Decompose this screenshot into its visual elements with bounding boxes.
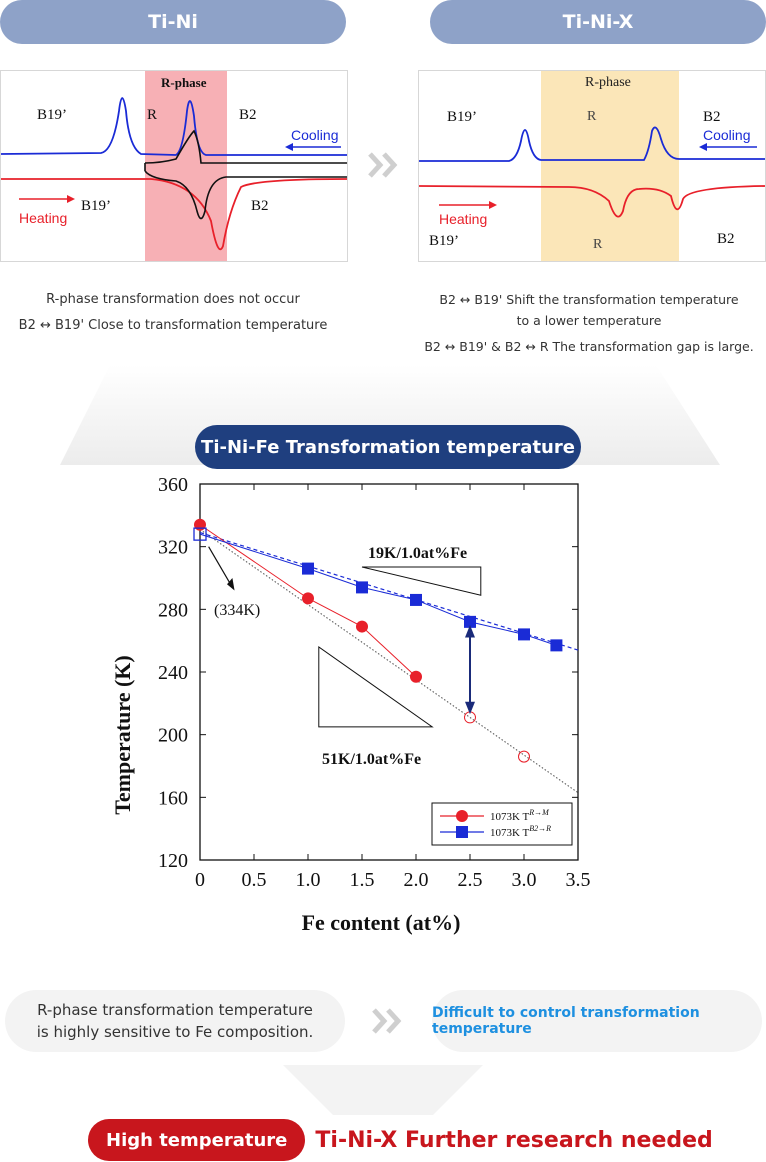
- slope-triangle-red: [318, 645, 434, 728]
- transformation-temperature-chart: 0 0.5 1.0 1.5 2.0 2.5 3.0 3.5 120 160 200 240 280 320…: [110, 474, 591, 935]
- r-phase-label: R-phase: [585, 75, 631, 90]
- y-axis-label: Temperature (K): [110, 655, 135, 814]
- caption-left-line-1: R-phase transformation does not occur: [46, 292, 300, 307]
- x-tick-label: 2.0: [404, 869, 429, 891]
- chevron-right-icon: [368, 152, 398, 178]
- y-tick-label: 280: [158, 599, 188, 621]
- conclusion: High temperature Ti-Ni-X Further researc…: [88, 1118, 713, 1162]
- b2-top-label: B2: [239, 107, 257, 123]
- pointer-arrow: [208, 546, 233, 588]
- y-tick-label: 360: [158, 474, 188, 496]
- b19-bottom-label: B19’: [81, 198, 111, 214]
- cooling-curve: [1, 97, 347, 156]
- header-ti-ni: Ti-Ni: [0, 0, 346, 44]
- black-loop: [144, 129, 347, 164]
- data-point-blue: [410, 593, 422, 606]
- cooling-curve: [419, 126, 765, 162]
- r-phase-band: [145, 71, 227, 261]
- bottom-funnel: [283, 1065, 483, 1115]
- point-label-334k: (334K): [214, 602, 260, 619]
- x-axis-label: Fe content (at%): [302, 910, 461, 935]
- heating-label: Heating: [439, 211, 488, 227]
- y-tick-label: 240: [158, 662, 188, 684]
- cooling-label: Cooling: [291, 127, 339, 143]
- caption-right-line-2: to a lower temperature: [516, 313, 662, 328]
- y-tick-label: 200: [158, 725, 188, 747]
- gap-arrow-head-bottom: [465, 701, 475, 715]
- r-phase-label: R-phase: [161, 75, 207, 90]
- b2-bottom-label: B2: [251, 198, 269, 214]
- data-point-blue-open: [193, 527, 207, 541]
- gap-arrow-head-top: [465, 625, 475, 638]
- data-point-red: [410, 670, 422, 683]
- cooling-label: Cooling: [703, 127, 751, 143]
- chart-legend: 1073K TR→M 1073K TB2→R: [431, 802, 573, 846]
- legend-label-red: 1073K TR→M: [490, 808, 550, 823]
- dsc-panel-ti-ni: R-phase B19’ R B2 Cooling Heating B19’ B…: [0, 70, 348, 262]
- note-difficulty: Difficult to control transformation temp…: [432, 990, 762, 1052]
- extrapolated-point: [518, 750, 530, 763]
- pointer-arrow-head: [227, 578, 235, 591]
- slope-triangle-blue: [361, 566, 482, 596]
- data-point-blue: [550, 639, 563, 652]
- data-point-blue: [356, 581, 368, 594]
- legend-marker-blue: [456, 826, 468, 838]
- note-difficulty-text: Difficult to control transformation temp…: [432, 1005, 700, 1037]
- x-tick-label: 2.5: [458, 869, 483, 891]
- conclusion-badge: High temperature: [88, 1119, 306, 1161]
- legend-box: [431, 802, 573, 846]
- note-sensitivity-text: R-phase transformation temperature is hi…: [36, 1001, 314, 1041]
- r-bottom-label: R: [593, 237, 603, 252]
- b2-top-label: B2: [703, 109, 721, 125]
- legend-marker-red: [456, 810, 468, 822]
- b19-top-label: B19’: [447, 109, 477, 125]
- trend-line-blue: [199, 531, 579, 651]
- conclusion-text: Ti-Ni-X Further research needed: [315, 1127, 713, 1153]
- b19-top-label: B19’: [37, 107, 67, 123]
- series-line-0: [199, 524, 417, 678]
- chevron-right-icon: [372, 1008, 402, 1034]
- dsc-panel-ti-ni-x: R-phase B19’ R B2 Cooling Heating B19’ R…: [418, 70, 766, 262]
- data-point-red: [356, 620, 368, 633]
- b19-bottom-label: B19’: [429, 233, 459, 249]
- caption-right-line-3: B2 ↔ B19' & B2 ↔ R The transformation ga…: [424, 339, 754, 354]
- r-phase-band: [541, 71, 679, 261]
- x-tick-label: 0.5: [242, 869, 267, 891]
- data-point-blue: [302, 562, 314, 575]
- heating-curve: [419, 185, 765, 218]
- data-point-blue: [518, 628, 530, 641]
- x-tick-label: 1.0: [296, 869, 321, 891]
- caption-left-line-2: B2 ↔ B19' Close to transformation temper…: [18, 318, 328, 333]
- data-point-red: [302, 592, 314, 605]
- x-tick-label: 0: [195, 869, 205, 891]
- b2-bottom-label: B2: [717, 231, 735, 247]
- legend-label-blue: 1073K TB2→R: [490, 824, 551, 839]
- x-tick-label: 1.5: [350, 869, 375, 891]
- r-top-label: R: [587, 109, 597, 124]
- slope-label-red: 51K/1.0at%Fe: [322, 751, 421, 768]
- caption-right-line-1: B2 ↔ B19' Shift the transformation tempe…: [439, 292, 739, 307]
- y-tick-label: 160: [158, 787, 188, 809]
- y-tick-label: 320: [158, 537, 188, 559]
- caption-left: R-phase transformation does not occur B2…: [0, 289, 346, 336]
- slope-label-blue: 19K/1.0at%Fe: [368, 545, 467, 562]
- header-ti-ni-x: Ti-Ni-X: [430, 0, 766, 44]
- note-sensitivity: R-phase transformation temperature is hi…: [5, 990, 345, 1052]
- x-tick-label: 3.5: [566, 869, 591, 891]
- heating-label: Heating: [19, 210, 68, 226]
- caption-right: B2 ↔ B19' Shift the transformation tempe…: [412, 289, 766, 357]
- data-point-blue: [464, 615, 476, 628]
- x-tick-label: 3.0: [512, 869, 537, 891]
- chart-title: Ti-Ni-Fe Transformation temperature: [195, 425, 581, 469]
- heating-curve: [1, 178, 347, 251]
- data-point-red: [194, 518, 206, 531]
- r-label: R: [147, 107, 158, 123]
- y-tick-label: 120: [158, 850, 188, 872]
